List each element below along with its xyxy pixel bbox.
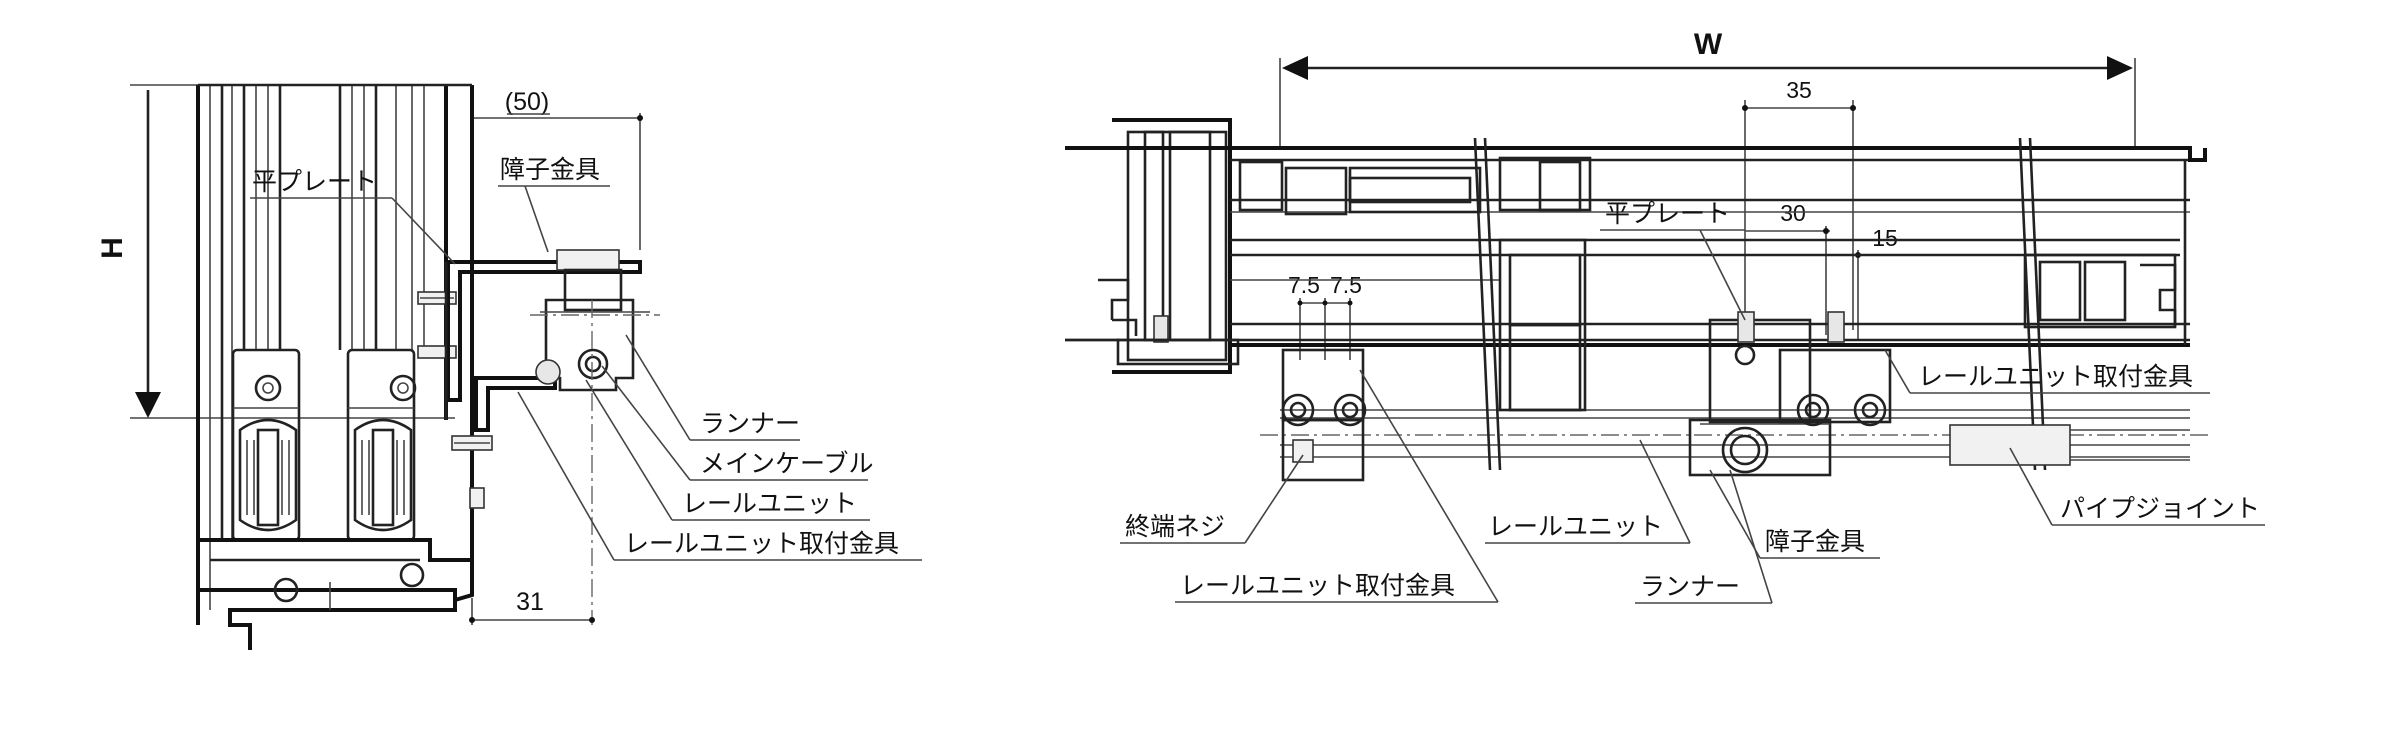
label-rail-bracket-bottom: レールユニット取付金具 [1180,572,1455,600]
label-flat-plate-right: 平プレート [1605,200,1730,228]
dim-35-text: 35 [1786,77,1812,103]
dim-30-text: 30 [1780,200,1806,226]
label-shoji-bracket-left: 障子金具 [500,156,600,184]
right-rail-bracket [1778,348,1892,427]
dim-w-label: W [1694,28,1723,61]
left-wheel-assembly [231,348,301,542]
dim-7-5-a-text: 7.5 [1288,272,1320,298]
dim-35: 35 [1742,77,1856,330]
runner-block [530,249,660,392]
label-runner-right: ランナー [1640,573,1740,601]
right-wheel-assembly [346,348,417,542]
height-dimension: H [96,84,455,419]
label-rail-unit-bracket-left: レールユニット取付金具 [624,530,899,558]
dim-50: (50) [474,88,643,250]
left-rail-bracket [1281,348,1367,482]
label-rail-bracket-right: レールユニット取付金具 [1918,363,2193,391]
bracket-plates [444,260,642,432]
label-main-cable: メインケーブル [700,450,874,478]
left-labels: 平プレート 障子金具 ランナー メインケーブル レールユニット レールユニット取… [250,156,922,561]
label-runner-left: ランナー [700,410,800,438]
label-pipe-joint: パイプジョイント [2060,495,2260,523]
dim-30: 30 [1745,200,1830,335]
right-end-frame [2018,137,2207,471]
bottom-track [198,538,474,650]
label-rail-unit-right: レールユニット [1488,513,1663,541]
dim-31: 31 [469,588,595,625]
right-labels: 平プレート レールユニット取付金具 終端ネジ レールユニット 障子金具 パイプジ… [1120,200,2265,604]
label-end-screw: 終端ネジ [1125,513,1225,541]
intermediate-frames [1238,137,1592,471]
dim-h-label: H [96,237,129,259]
right-plan-view: W 35 30 15 [1065,28,2265,604]
left-section-view: H [96,83,922,650]
dim-w: W [1279,28,2136,150]
dim-7-5-b-text: 7.5 [1330,272,1362,298]
main-rails [1065,146,2210,458]
left-end-frame [1065,118,1240,374]
pipe-joint-part [1949,424,2190,466]
dim-50-text: (50) [505,88,549,116]
frame-profiles [196,83,474,625]
dim-15-text: 15 [1872,225,1898,251]
label-rail-unit-left: レールユニット [682,490,857,518]
dim-31-text: 31 [516,588,544,616]
label-shoji-bracket-right: 障子金具 [1765,528,1865,556]
label-flat-plate-left: 平プレート [252,168,377,196]
center-runner-bracket [1688,311,1845,477]
